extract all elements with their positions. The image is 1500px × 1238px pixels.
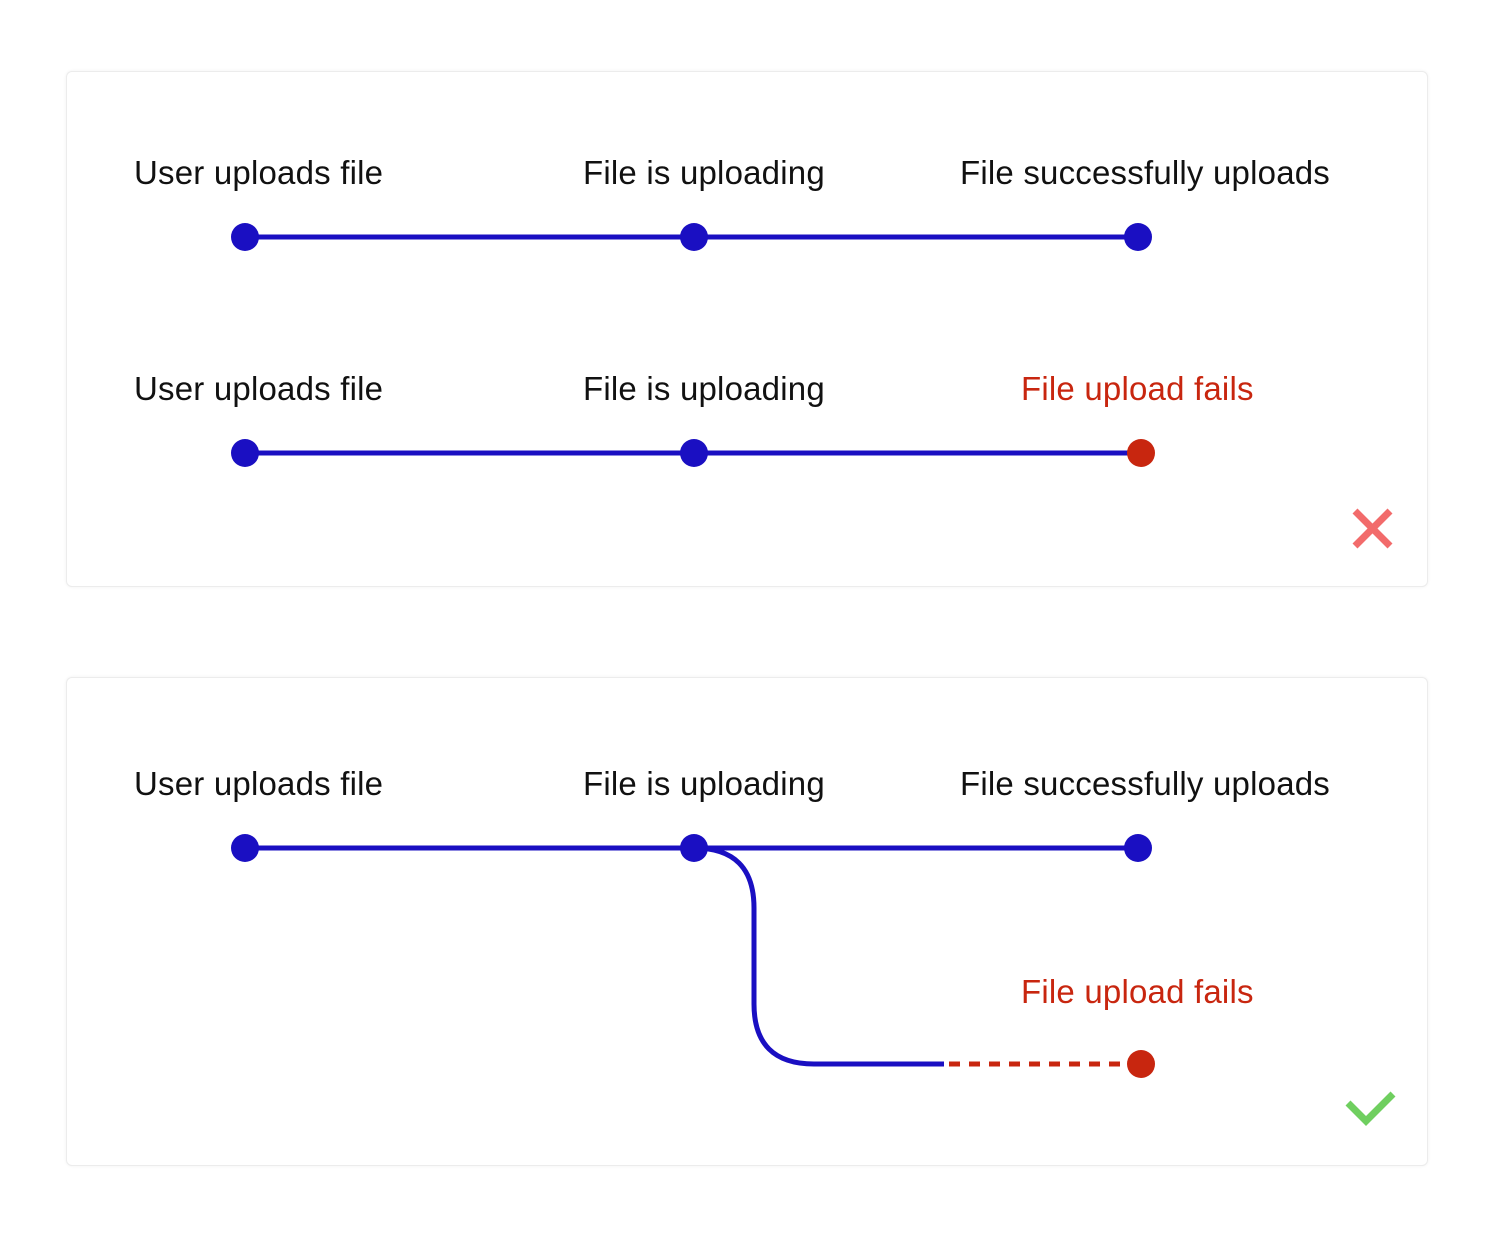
branch-label-fails: File upload fails (1021, 973, 1254, 1010)
step-label-uploading: File is uploading (583, 370, 825, 407)
step-label-user-uploads: User uploads file (134, 765, 384, 802)
step-label-fails: File upload fails (1021, 370, 1254, 407)
correct-example-card (66, 677, 1428, 1166)
step-label-user-uploads: User uploads file (134, 370, 384, 407)
step-label-success: File successfully uploads (960, 154, 1330, 191)
step-label-uploading: File is uploading (583, 765, 825, 802)
incorrect-example-card (66, 71, 1428, 587)
step-label-success: File successfully uploads (960, 765, 1330, 802)
step-label-user-uploads: User uploads file (134, 154, 384, 191)
step-label-uploading: File is uploading (583, 154, 825, 191)
